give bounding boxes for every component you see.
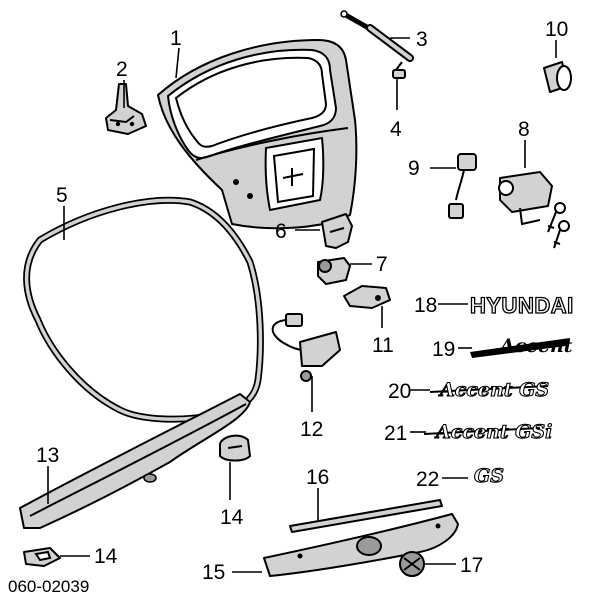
fastener-clip-part: [399, 551, 425, 577]
callout-1: 1: [170, 27, 182, 50]
emblem-hyundai: HYUNDAI: [469, 292, 574, 318]
callout-19: 19: [432, 338, 455, 361]
callout-14-lower: 14: [94, 545, 118, 568]
callout-17: 17: [460, 554, 483, 577]
leader-lines: [47, 37, 557, 573]
svg-text:GS: GS: [474, 465, 504, 487]
callout-6: 6: [275, 220, 287, 243]
emblem-accent-gs: Accent GS: [429, 378, 550, 402]
svg-text:Accent GSi: Accent GSi: [434, 421, 552, 443]
svg-text:Accent: Accent: [498, 335, 573, 357]
callout-5: 5: [56, 184, 68, 207]
weatherstrip-seal: [23, 196, 264, 423]
diagram-code: 060-02039: [8, 577, 89, 596]
callout-4: 4: [390, 118, 402, 141]
callout-15: 15: [202, 561, 225, 584]
tailgate-panel: [157, 39, 358, 230]
lock-cylinder-part: [498, 171, 570, 249]
release-handle-part: [271, 313, 341, 382]
callout-12: 12: [300, 418, 323, 441]
callout-7: 7: [376, 253, 388, 276]
trim-strip-part: [289, 499, 443, 533]
emblem-gs: GS: [473, 464, 504, 487]
callout-3: 3: [416, 28, 428, 51]
callout-numbers: 1 2 3 4 5 6 7 8 9 10 11 12 13 14 14 15 1…: [36, 18, 568, 584]
bump-stop-part: [392, 61, 406, 79]
callout-14-upper: 14: [220, 506, 244, 529]
emblem-accent-gsi: Accent GSi: [423, 420, 553, 444]
callout-22: 22: [416, 468, 439, 491]
cap-part-upper: [219, 434, 251, 462]
callout-21: 21: [384, 422, 407, 445]
callout-16: 16: [306, 466, 329, 489]
latch-part: [317, 257, 351, 285]
svg-text:HYUNDAI: HYUNDAI: [470, 293, 574, 318]
callout-11: 11: [372, 334, 394, 357]
latch-bracket-part: [321, 213, 353, 249]
callout-10: 10: [545, 18, 568, 41]
license-garnish-part: [263, 513, 459, 577]
actuator-clip-part: [343, 285, 391, 309]
svg-text:Accent GS: Accent GS: [438, 379, 549, 401]
callout-13: 13: [36, 444, 59, 467]
callout-2: 2: [116, 58, 128, 81]
callout-18: 18: [414, 294, 437, 317]
hinge-part: [105, 83, 147, 135]
callout-20: 20: [388, 380, 411, 403]
callout-8: 8: [518, 118, 530, 141]
cap-part-lower: [23, 547, 61, 567]
emblem-accent: Accent: [470, 335, 573, 358]
gas-strut-part: [340, 10, 414, 62]
garnish-strip-part: [19, 393, 251, 529]
switch-sensor-part: [448, 153, 477, 219]
callout-9: 9: [408, 157, 420, 180]
bushing-part: [543, 61, 572, 93]
